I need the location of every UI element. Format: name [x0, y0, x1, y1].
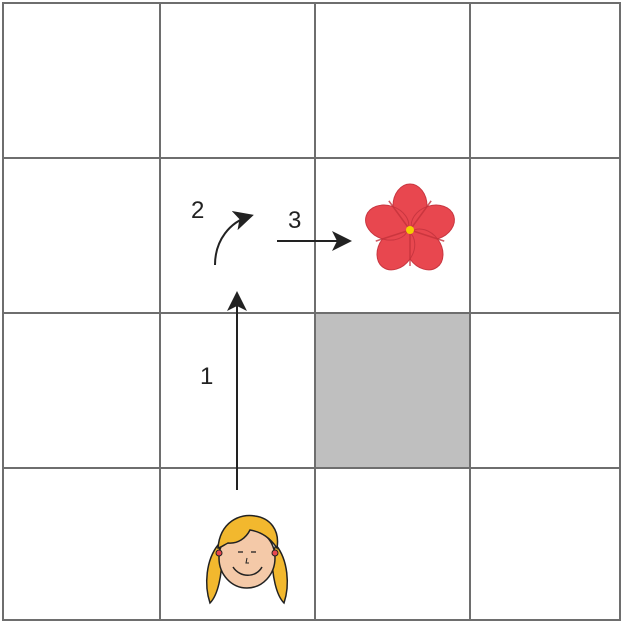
- step-2: 2: [191, 197, 250, 265]
- step-label-2: 2: [191, 197, 204, 224]
- blocked-cell: [315, 313, 470, 468]
- girl-icon: [207, 515, 288, 603]
- step-label-1: 1: [200, 363, 213, 390]
- step-label-3: 3: [288, 207, 301, 234]
- grid-lines: [3, 3, 620, 620]
- step-1: 1: [200, 295, 237, 490]
- step-3: 3: [277, 207, 348, 241]
- turn-right-arrow: [215, 216, 250, 265]
- flower-icon: [361, 184, 459, 277]
